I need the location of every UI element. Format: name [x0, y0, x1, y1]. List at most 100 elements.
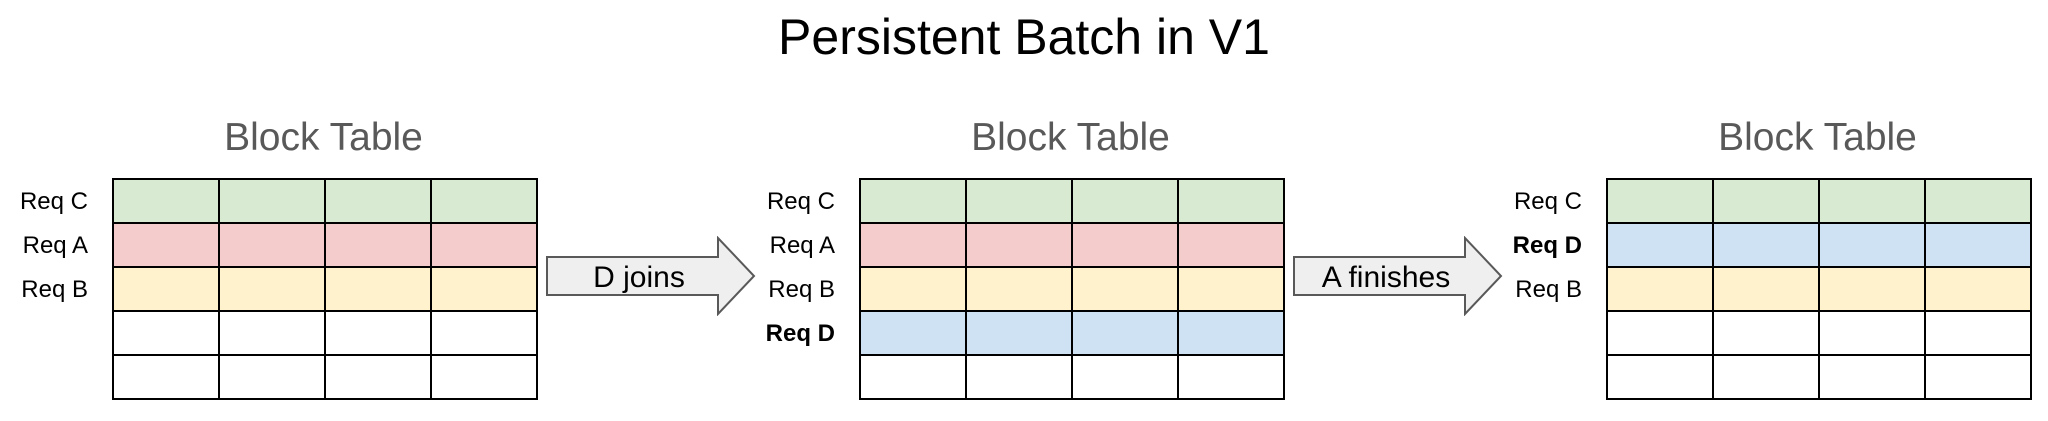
block-table-title: Block Table	[971, 116, 1170, 159]
row-label: Req D	[765, 320, 835, 347]
block-cell	[1712, 266, 1820, 312]
row-label: Req C	[1513, 188, 1582, 215]
block-table-title: Block Table	[1718, 116, 1917, 159]
block-cell	[1606, 354, 1714, 400]
block-grid	[859, 178, 1285, 400]
block-cell	[1071, 266, 1179, 312]
block-cell	[430, 178, 538, 224]
row-label: Req C	[766, 188, 835, 215]
block-cell	[1071, 354, 1179, 400]
arrow-right-icon	[1293, 236, 1503, 316]
block-cell	[430, 310, 538, 356]
block-cell	[324, 222, 432, 268]
block-cell	[324, 178, 432, 224]
row-label: Req D	[1512, 232, 1582, 259]
block-row	[112, 310, 538, 356]
block-row	[112, 354, 538, 400]
block-cell	[430, 266, 538, 312]
block-cell	[218, 266, 326, 312]
block-cell	[112, 310, 220, 356]
block-cell	[112, 266, 220, 312]
row-label: Req A	[22, 232, 88, 259]
block-cell	[1924, 178, 2032, 224]
block-grid	[1606, 178, 2032, 400]
block-cell	[1924, 310, 2032, 356]
block-row	[1606, 310, 2032, 356]
block-row	[112, 266, 538, 312]
row-label: Req B	[1515, 276, 1582, 303]
block-cell	[1606, 178, 1714, 224]
arrow-label: D joins	[593, 261, 685, 294]
row-label: Req A	[769, 232, 835, 259]
block-row	[1606, 222, 2032, 268]
block-cell	[859, 354, 967, 400]
block-row	[859, 266, 1285, 312]
block-cell	[1712, 222, 1820, 268]
block-cell	[1177, 354, 1285, 400]
block-cell	[112, 354, 220, 400]
block-cell	[965, 354, 1073, 400]
block-cell	[324, 266, 432, 312]
block-cell	[1606, 310, 1714, 356]
block-row	[112, 178, 538, 224]
block-cell	[1712, 310, 1820, 356]
arrow-right-icon	[546, 236, 756, 316]
arrow-a-finishes: A finishes	[1293, 236, 1503, 316]
block-cell	[1177, 178, 1285, 224]
row-label: Req B	[21, 276, 88, 303]
row-label: Req C	[19, 188, 88, 215]
block-cell	[1712, 178, 1820, 224]
block-cell	[218, 222, 326, 268]
block-cell	[324, 354, 432, 400]
block-row	[1606, 354, 2032, 400]
block-cell	[1818, 310, 1926, 356]
block-row	[859, 354, 1285, 400]
block-grid	[112, 178, 538, 400]
block-cell	[965, 178, 1073, 224]
block-cell	[965, 222, 1073, 268]
block-cell	[1071, 310, 1179, 356]
block-cell	[430, 354, 538, 400]
block-cell	[1606, 266, 1714, 312]
block-cell	[430, 222, 538, 268]
block-row	[859, 310, 1285, 356]
block-row	[859, 222, 1285, 268]
block-cell	[859, 178, 967, 224]
block-table-title: Block Table	[224, 116, 423, 159]
block-cell	[965, 310, 1073, 356]
block-cell	[1924, 266, 2032, 312]
block-cell	[218, 178, 326, 224]
block-row	[112, 222, 538, 268]
block-cell	[1924, 222, 2032, 268]
block-row	[1606, 266, 2032, 312]
block-cell	[859, 222, 967, 268]
block-cell	[324, 310, 432, 356]
block-cell	[1177, 222, 1285, 268]
block-table-3: Block Table Req C Req D Req B	[1494, 112, 2034, 402]
block-cell	[1924, 354, 2032, 400]
block-row	[859, 178, 1285, 224]
block-cell	[112, 222, 220, 268]
block-cell	[1818, 266, 1926, 312]
arrow-d-joins: D joins	[546, 236, 756, 316]
row-label: Req B	[768, 276, 835, 303]
block-cell	[218, 310, 326, 356]
block-cell	[859, 266, 967, 312]
page-title: Persistent Batch in V1	[778, 9, 1270, 65]
block-cell	[1818, 354, 1926, 400]
block-cell	[1071, 222, 1179, 268]
block-cell	[859, 310, 967, 356]
block-cell	[1606, 222, 1714, 268]
block-cell	[1177, 310, 1285, 356]
block-table-2: Block Table Req C Req A Req B Req D	[747, 112, 1287, 402]
block-cell	[965, 266, 1073, 312]
block-cell	[218, 354, 326, 400]
block-cell	[1818, 178, 1926, 224]
block-cell	[1818, 222, 1926, 268]
block-row	[1606, 178, 2032, 224]
block-table-1: Block Table Req C Req A Req B	[0, 112, 540, 402]
block-cell	[112, 178, 220, 224]
block-cell	[1071, 178, 1179, 224]
block-cell	[1712, 354, 1820, 400]
arrow-label: A finishes	[1322, 261, 1450, 294]
